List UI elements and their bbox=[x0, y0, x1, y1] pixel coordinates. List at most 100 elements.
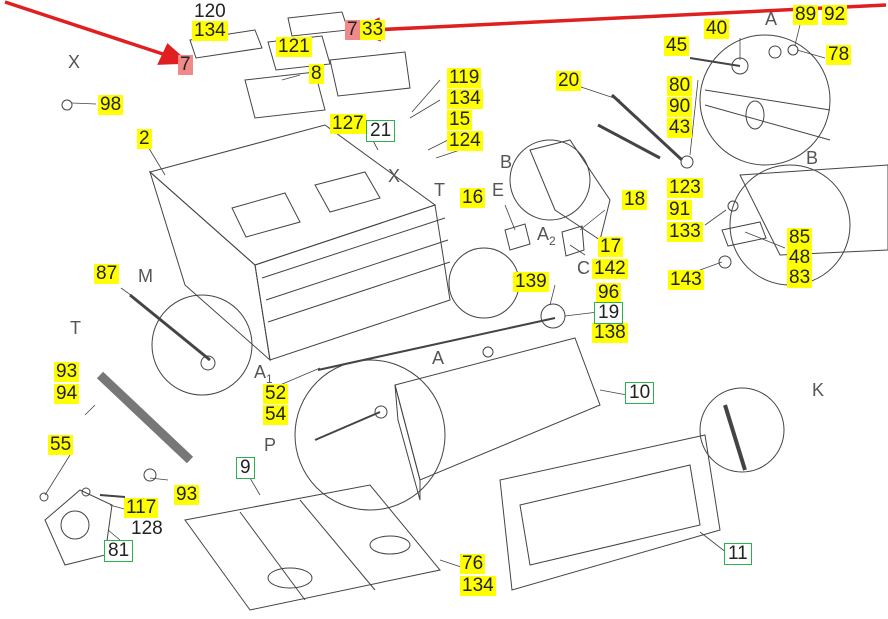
part-label-138: 138 bbox=[592, 322, 628, 343]
part-label-55: 55 bbox=[48, 434, 74, 455]
cover-plate-7 bbox=[329, 51, 411, 97]
view-letter-k: K bbox=[812, 380, 825, 400]
part-label-98: 98 bbox=[98, 94, 124, 115]
main-frame-side bbox=[148, 170, 271, 362]
part-label-120: 120 bbox=[194, 1, 226, 22]
part-label-78: 78 bbox=[826, 44, 852, 65]
part-label-89: 89 bbox=[793, 4, 819, 25]
view-letter-c: C bbox=[577, 258, 590, 278]
part-label-85: 85 bbox=[787, 227, 813, 248]
view-letter-a1: A1 bbox=[254, 362, 273, 386]
part-label-10: 10 bbox=[625, 382, 655, 404]
plate-133 bbox=[721, 221, 767, 247]
part-label-18: 18 bbox=[622, 189, 648, 210]
part-label-9: 9 bbox=[236, 457, 255, 479]
part-label-124: 124 bbox=[447, 130, 483, 151]
part-label-7-right: 7 bbox=[345, 19, 360, 40]
part-label-81: 81 bbox=[104, 540, 134, 562]
part-label-91: 91 bbox=[667, 199, 693, 220]
view-letter-e: E bbox=[492, 180, 505, 200]
part-label-134-c: 134 bbox=[460, 575, 496, 596]
part-label-33: 33 bbox=[360, 19, 386, 40]
part-label-142: 142 bbox=[592, 258, 628, 279]
red-arrows bbox=[4, 0, 887, 65]
main-frame bbox=[148, 124, 437, 266]
part-label-17: 17 bbox=[598, 236, 624, 257]
part-label-134-b: 134 bbox=[447, 88, 483, 109]
part-label-87: 87 bbox=[94, 263, 120, 284]
part-label-54: 54 bbox=[263, 404, 289, 425]
leader-lines bbox=[44, 24, 826, 571]
part-label-143: 143 bbox=[668, 269, 704, 290]
view-letter-p: P bbox=[264, 435, 277, 455]
part-label-19: 19 bbox=[594, 302, 624, 324]
cover-11 bbox=[499, 434, 721, 591]
part-label-11: 11 bbox=[724, 543, 752, 565]
view-letter-m: M bbox=[138, 266, 153, 286]
cover-plate-134 bbox=[189, 29, 263, 59]
part-label-133: 133 bbox=[667, 221, 703, 242]
part-label-93: 93 bbox=[54, 361, 80, 382]
detail-circle-B bbox=[509, 139, 591, 221]
part-label-128: 128 bbox=[131, 518, 163, 539]
part-label-119: 119 bbox=[447, 67, 482, 88]
part-label-43: 43 bbox=[667, 117, 693, 138]
part-label-21: 21 bbox=[366, 120, 396, 142]
part-label-117: 117 bbox=[124, 497, 159, 518]
detail-circle-T bbox=[448, 247, 520, 319]
view-letter-t-mid: T bbox=[434, 180, 445, 200]
view-letter-x-mid: X bbox=[388, 166, 401, 186]
detail-circle-M bbox=[151, 294, 253, 396]
part-label-93-b: 93 bbox=[174, 484, 200, 505]
part-label-7-left: 7 bbox=[178, 54, 193, 75]
main-frame-front bbox=[254, 204, 451, 361]
frame-window-left bbox=[231, 192, 301, 238]
part-label-20: 20 bbox=[556, 70, 582, 91]
part-label-45: 45 bbox=[664, 35, 690, 56]
guard-18 bbox=[529, 139, 611, 241]
cover-plate-8 bbox=[244, 71, 326, 119]
part-label-127: 127 bbox=[330, 113, 366, 134]
frame-window-right bbox=[314, 171, 381, 213]
part-label-15: 15 bbox=[447, 109, 473, 130]
part-label-76: 76 bbox=[460, 553, 486, 574]
part-label-94: 94 bbox=[54, 383, 80, 404]
bracket-17 bbox=[561, 225, 585, 257]
part-label-96: 96 bbox=[596, 282, 622, 303]
view-letter-x-top: X bbox=[68, 52, 81, 72]
detail-circle-P bbox=[294, 359, 446, 511]
detail-circle-K bbox=[699, 387, 785, 473]
part-label-139: 139 bbox=[513, 271, 549, 292]
damper-93 bbox=[96, 371, 194, 464]
trough-10 bbox=[394, 337, 601, 481]
part-label-40: 40 bbox=[704, 18, 730, 39]
part-label-92: 92 bbox=[822, 4, 848, 25]
view-letter-a-center: A bbox=[432, 348, 445, 368]
floor-panel-9 bbox=[184, 484, 441, 611]
cover-plate-33 bbox=[287, 11, 349, 37]
shroud-B bbox=[739, 164, 888, 256]
view-letter-b-right: B bbox=[806, 148, 819, 168]
part-label-52: 52 bbox=[263, 383, 289, 404]
view-letter-a2: A2 bbox=[537, 224, 556, 248]
cylinder-87 bbox=[129, 293, 211, 362]
part-label-134: 134 bbox=[192, 20, 228, 41]
view-letter-a-top: A bbox=[765, 9, 778, 29]
part-label-2: 2 bbox=[137, 128, 152, 149]
trough-10-side bbox=[394, 384, 421, 501]
part-label-83: 83 bbox=[787, 267, 813, 288]
red-arrow-left bbox=[4, 0, 173, 59]
cylinder-20 bbox=[610, 93, 684, 162]
part-label-8: 8 bbox=[309, 63, 324, 84]
view-letter-b-mid: B bbox=[500, 152, 513, 172]
detail-circle-A bbox=[699, 34, 831, 166]
part-label-80: 80 bbox=[667, 75, 693, 96]
bearing-flange-81 bbox=[44, 489, 113, 566]
part-label-123: 123 bbox=[667, 177, 703, 198]
part-label-16: 16 bbox=[460, 187, 486, 208]
part-label-121: 121 bbox=[276, 36, 312, 57]
part-label-48: 48 bbox=[787, 247, 813, 268]
bracket-16 bbox=[504, 223, 531, 251]
